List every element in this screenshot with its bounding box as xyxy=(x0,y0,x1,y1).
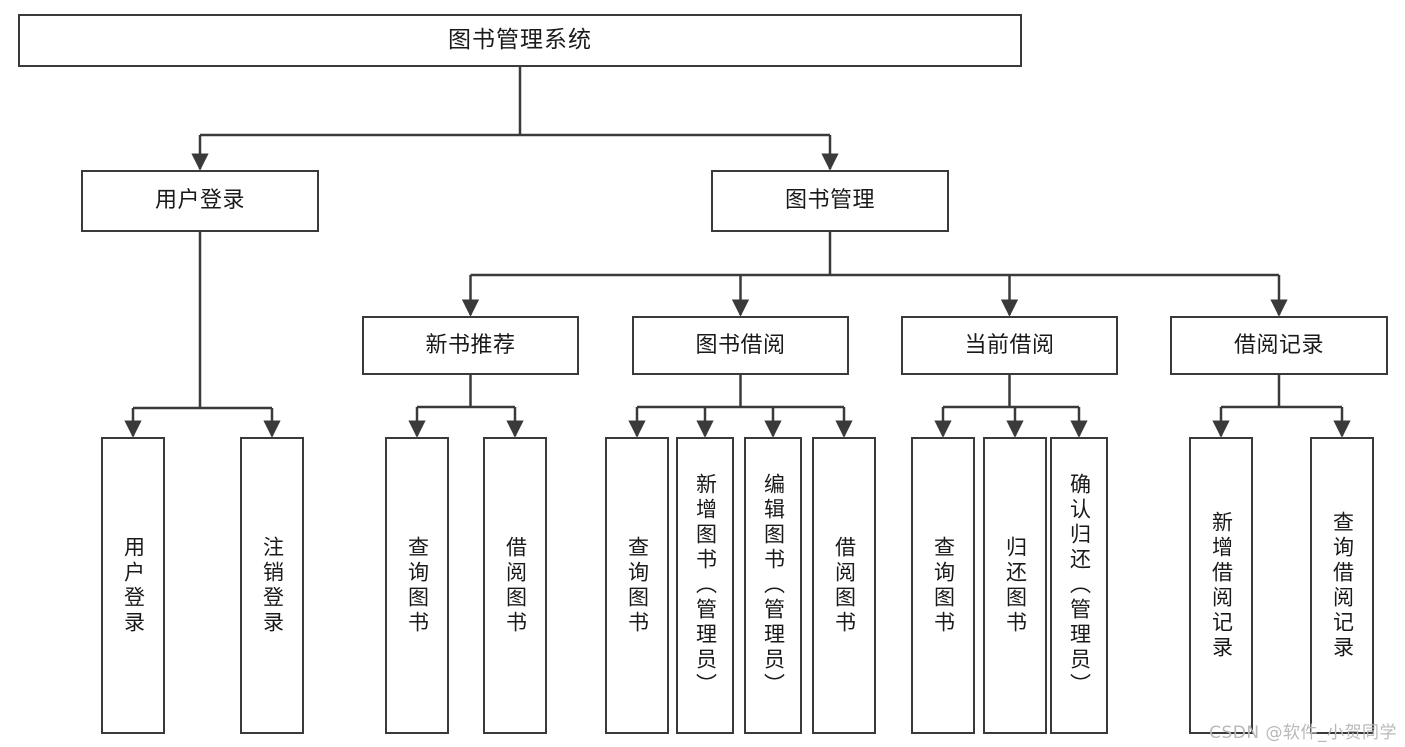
node-label: 新增借阅记录 xyxy=(1209,510,1234,661)
node-label: 注销登录 xyxy=(260,535,285,636)
node-label: 图书借阅 xyxy=(695,332,786,358)
node-label: 借阅图书 xyxy=(503,535,528,636)
node-book-manage: 图书管理 xyxy=(711,170,949,232)
node-query-book-rec: 查询图书 xyxy=(385,437,449,734)
node-return-book: 归还图书 xyxy=(983,437,1047,734)
node-label: 新书推荐 xyxy=(425,332,516,358)
node-label: 查询图书 xyxy=(931,535,956,636)
node-confirm-return-admin: 确认归还（管理员） xyxy=(1050,437,1108,734)
node-logout-leaf: 注销登录 xyxy=(240,437,304,734)
node-current-borrow: 当前借阅 xyxy=(901,316,1118,375)
node-query-book-current: 查询图书 xyxy=(911,437,975,734)
node-label: 查询图书 xyxy=(625,535,650,636)
node-borrow-record: 借阅记录 xyxy=(1170,316,1388,375)
node-borrow-book-borrow: 借阅图书 xyxy=(812,437,876,734)
node-label: 确认归还（管理员） xyxy=(1067,473,1092,698)
node-user-login-leaf: 用户登录 xyxy=(101,437,165,734)
node-query-book-borrow: 查询图书 xyxy=(605,437,669,734)
node-label: 图书管理 xyxy=(784,188,875,214)
node-label: 用户登录 xyxy=(121,535,146,636)
node-new-book-recommend: 新书推荐 xyxy=(362,316,579,375)
node-label: 新增图书（管理员） xyxy=(693,473,718,698)
node-add-book-admin: 新增图书（管理员） xyxy=(676,437,734,734)
node-add-borrow-record: 新增借阅记录 xyxy=(1189,437,1253,734)
node-borrow-book-rec: 借阅图书 xyxy=(483,437,547,734)
node-label: 查询借阅记录 xyxy=(1330,510,1355,661)
node-label: 归还图书 xyxy=(1003,535,1028,636)
node-book-borrow: 图书借阅 xyxy=(632,316,849,375)
node-label: 图书管理系统 xyxy=(448,26,592,53)
node-label: 编辑图书（管理员） xyxy=(761,473,786,698)
node-user-login: 用户登录 xyxy=(81,170,319,232)
node-label: 当前借阅 xyxy=(964,332,1055,358)
watermark-text: CSDN @软件_小贺同学 xyxy=(1209,723,1397,743)
node-label: 借阅图书 xyxy=(832,535,857,636)
node-label: 借阅记录 xyxy=(1233,332,1324,358)
node-label: 用户登录 xyxy=(154,188,245,214)
node-edit-book-admin: 编辑图书（管理员） xyxy=(744,437,802,734)
node-root: 图书管理系统 xyxy=(18,14,1022,67)
node-query-borrow-record: 查询借阅记录 xyxy=(1310,437,1374,734)
node-label: 查询图书 xyxy=(405,535,430,636)
